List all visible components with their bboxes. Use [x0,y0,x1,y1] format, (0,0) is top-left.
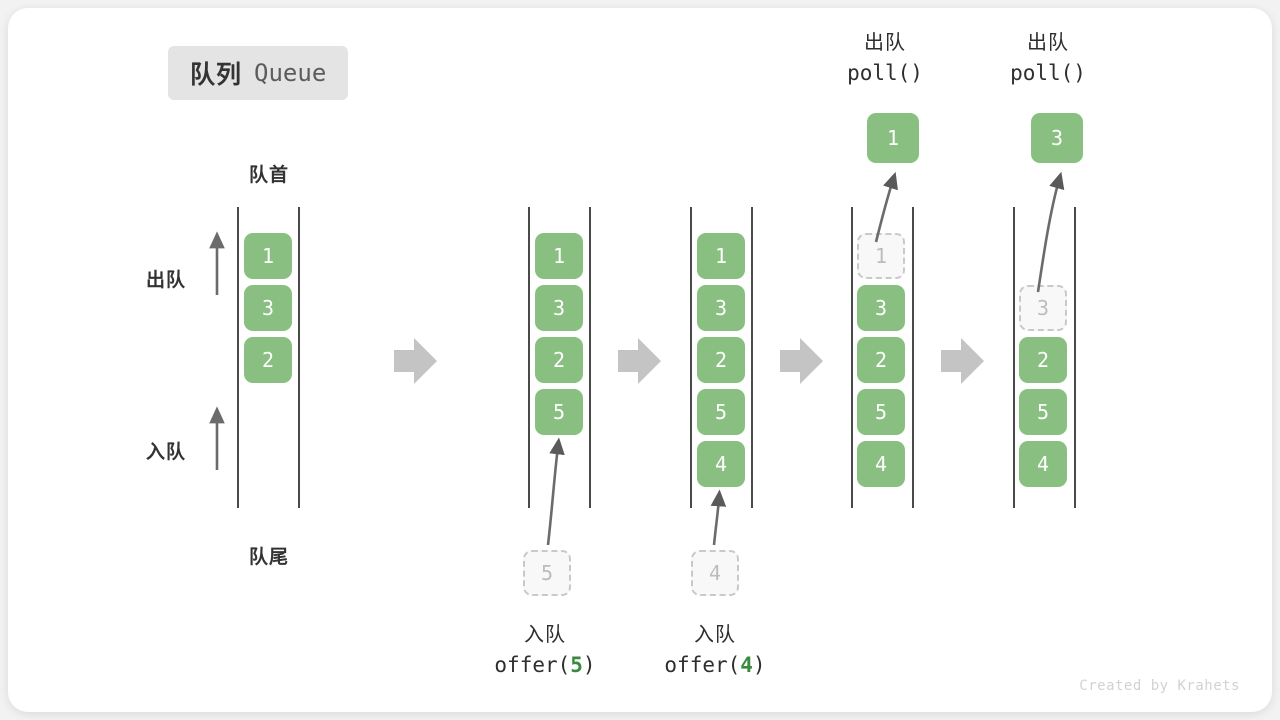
stage-2-cell-2: 2 [535,337,583,383]
stage-1-cell-1: 3 [244,285,292,331]
queue-head-label: 队首 [248,165,289,186]
stage-2-rail-right [589,207,591,508]
stage-5-cell-2: 4 [1019,441,1067,487]
title-english: Queue [254,59,327,87]
stage-1-cell-2: 2 [244,337,292,383]
stage-2-caption: 入队 offer(5) [450,620,640,682]
dequeue-side-label: 出队 [146,270,187,291]
stage-4-popped-cell: 1 [867,113,919,163]
stage-3-caption-cn: 入队 [694,624,736,646]
stage-5-ghost-cell: 3 [1019,285,1067,331]
stage-2-caption-cn: 入队 [524,624,566,646]
stage-2-rail-left [528,207,530,508]
stage-2-caption-code: offer(5) [494,653,596,677]
stage-5-cell-1: 5 [1019,389,1067,435]
stage-5-rail-right [1074,207,1076,508]
diagram-card [8,8,1272,712]
enqueue-side-label: 入队 [146,442,187,463]
title-badge: 队列 Queue [168,46,349,100]
stage-3-caption-code: offer(4) [664,653,766,677]
stage-4-cell-1: 2 [857,337,905,383]
stage-4-caption: 出队 poll() [815,28,955,90]
stage-1-rail-right [298,207,300,508]
stage-3-cell-0: 1 [697,233,745,279]
stage-3-cell-4: 4 [697,441,745,487]
stage-5-caption-cn: 出队 [1027,32,1069,54]
queue-tail-label: 队尾 [248,547,289,568]
stage-3-cell-1: 3 [697,285,745,331]
watermark: Created by Krahets [1079,678,1240,694]
stage-3-caption: 入队 offer(4) [620,620,810,682]
stage-1-cell-0: 1 [244,233,292,279]
stage-4-cell-2: 5 [857,389,905,435]
stage-5-rail-left [1013,207,1015,508]
stage-3-rail-left [690,207,692,508]
stage-2-cell-3: 5 [535,389,583,435]
stage-4-ghost-cell: 1 [857,233,905,279]
stage-2-cell-1: 3 [535,285,583,331]
stage-4-cell-0: 3 [857,285,905,331]
stage-4-caption-cn: 出队 [864,32,906,54]
stage-1-rail-left [237,207,239,508]
stage-3-cell-2: 2 [697,337,745,383]
stage-5-cell-0: 2 [1019,337,1067,383]
stage-3-rail-right [751,207,753,508]
stage-4-rail-right [912,207,914,508]
stage-4-rail-left [851,207,853,508]
stage-5-caption-code: poll() [1010,61,1086,85]
stage-2-cell-0: 1 [535,233,583,279]
stage-4-caption-code: poll() [847,61,923,85]
stage-3-ghost-cell: 4 [691,550,739,596]
stage-5-caption: 出队 poll() [978,28,1118,90]
stage-2-ghost-cell: 5 [523,550,571,596]
title-chinese: 队列 [190,61,243,89]
stage-3-cell-3: 5 [697,389,745,435]
stage-5-popped-cell: 3 [1031,113,1083,163]
stage-4-cell-3: 4 [857,441,905,487]
